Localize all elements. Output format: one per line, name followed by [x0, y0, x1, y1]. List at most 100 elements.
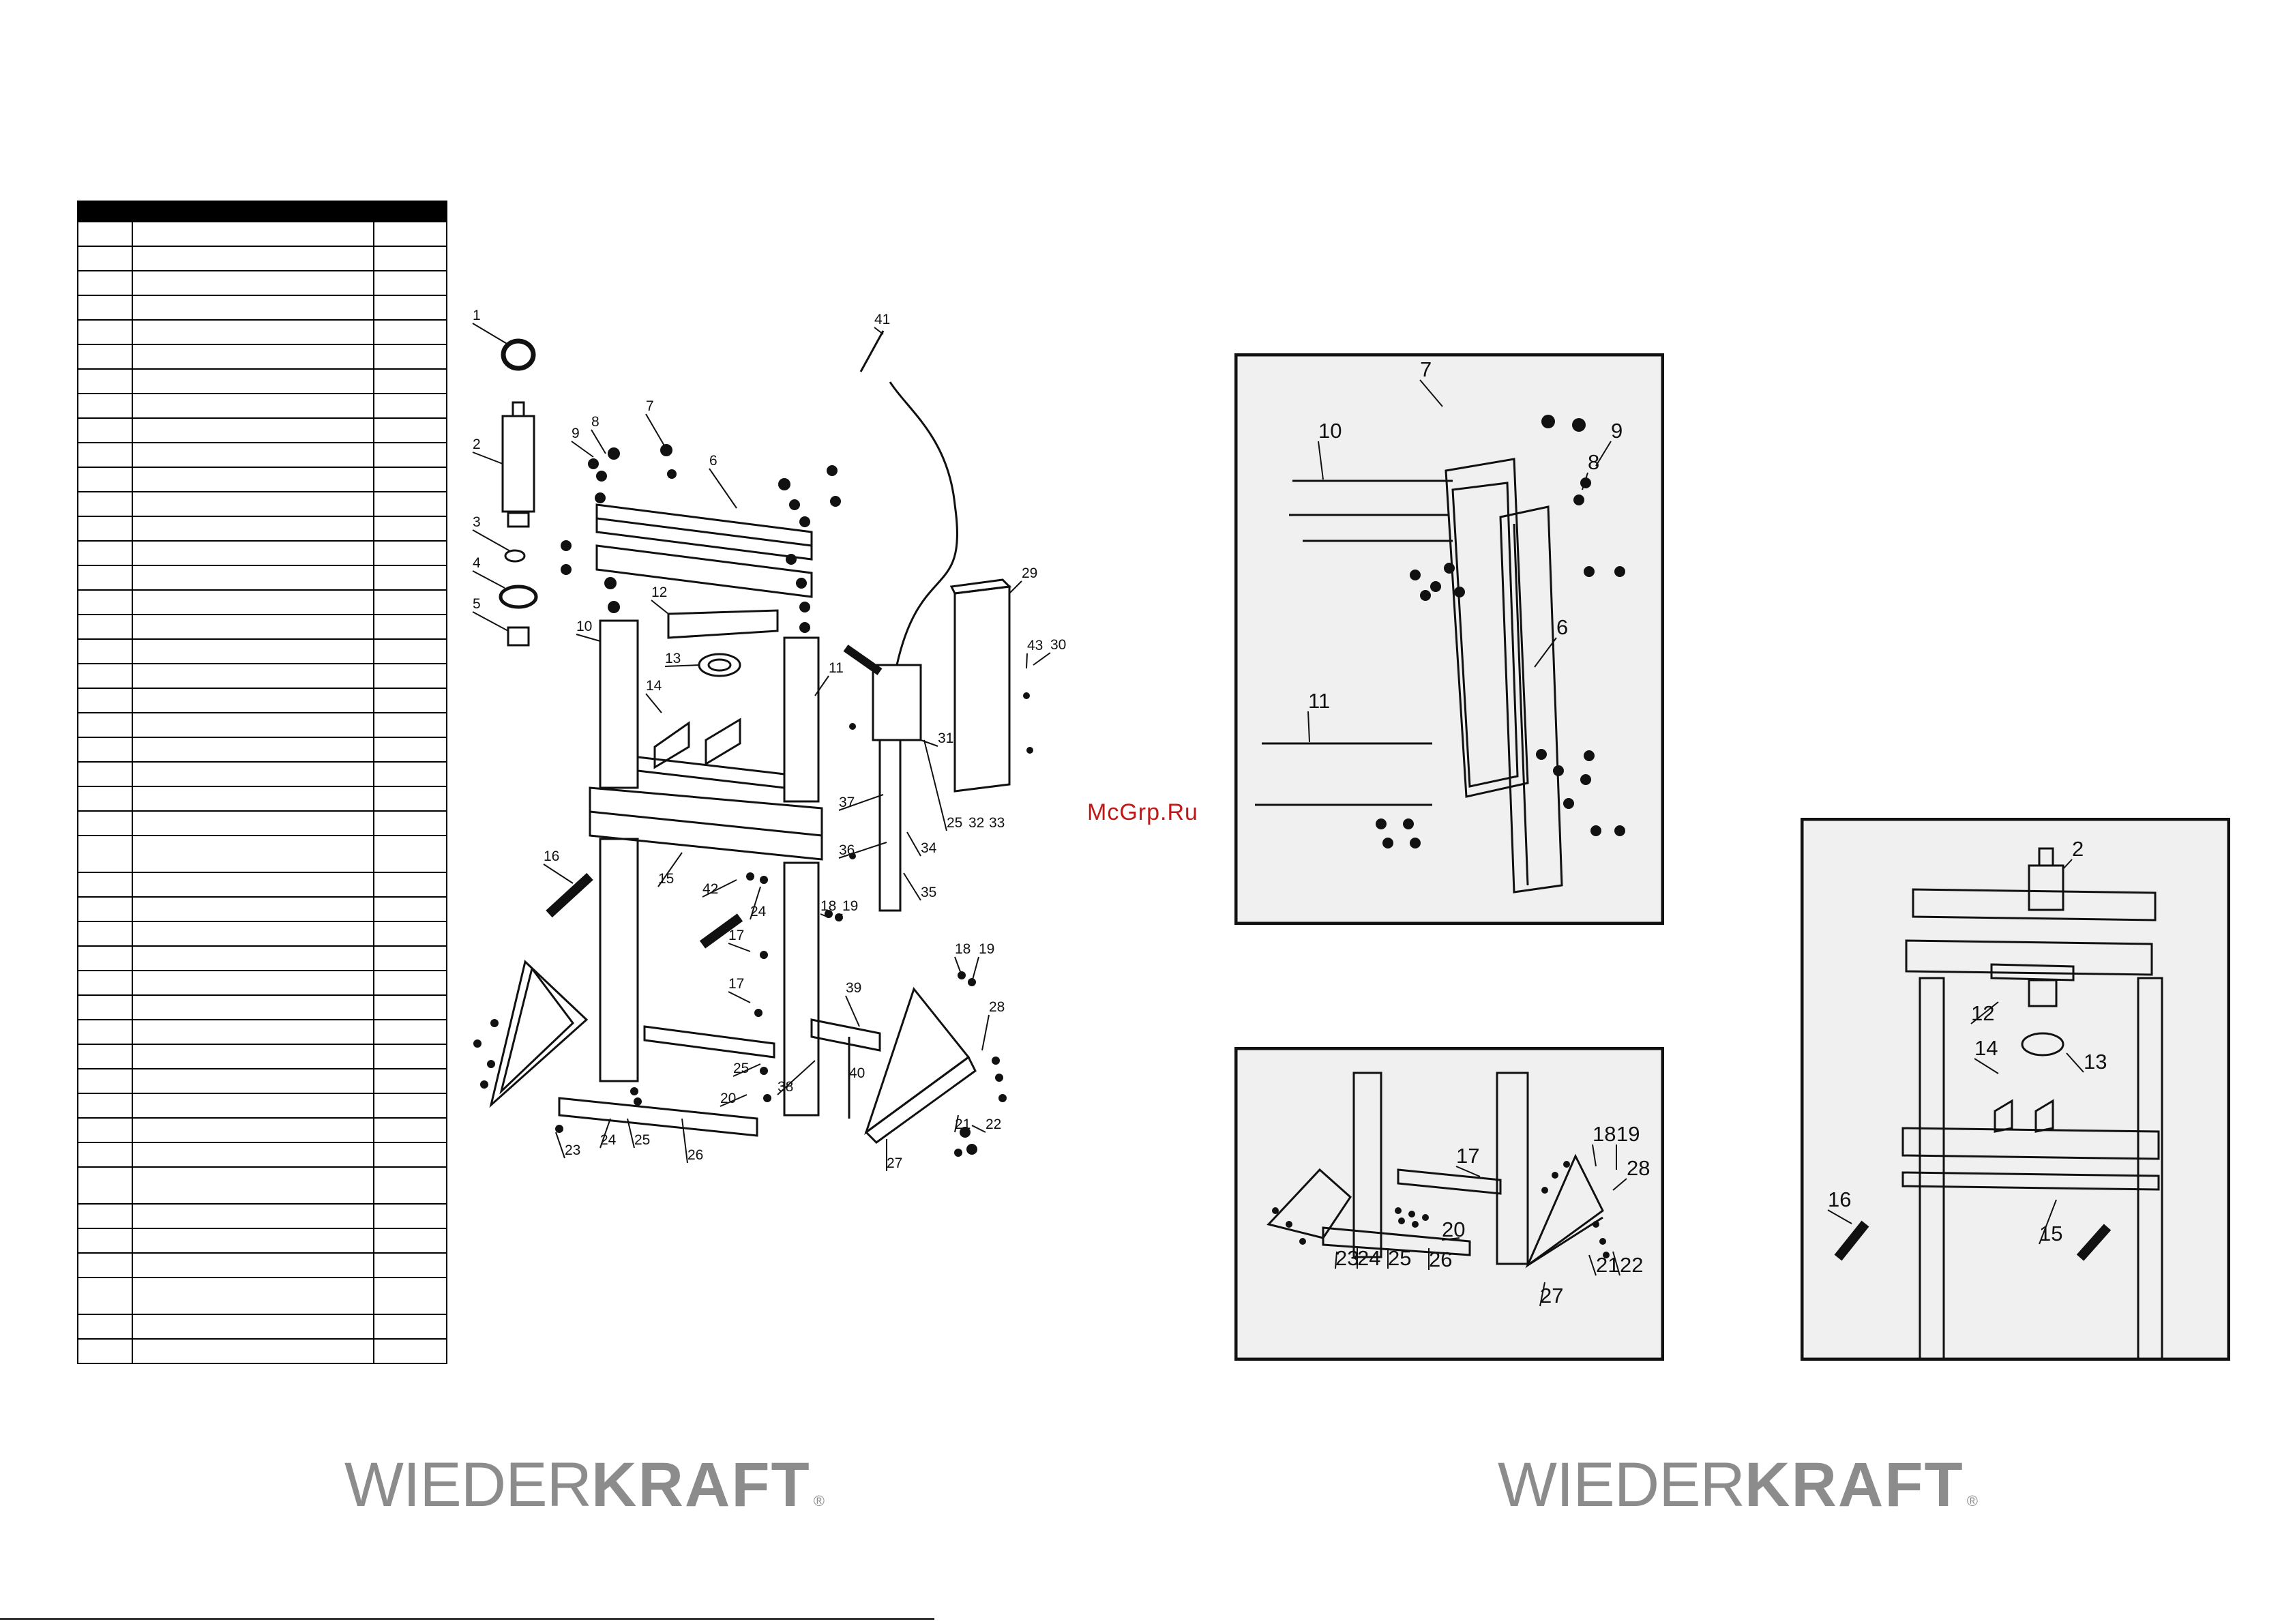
- callout-leader: [777, 1060, 816, 1095]
- table-row: [77, 516, 447, 542]
- cell-number: [77, 945, 133, 971]
- part-16-pin: [546, 872, 593, 918]
- table-row: [77, 442, 447, 468]
- cell-number: [77, 810, 133, 836]
- callout-label: 20: [720, 1091, 736, 1106]
- cell-qty: [373, 786, 447, 812]
- callout-label: 22: [1620, 1253, 1643, 1277]
- cell-number: [77, 393, 133, 419]
- cell-description: [132, 417, 374, 443]
- table-row: [77, 221, 447, 247]
- page-bottom-rule: [0, 1618, 934, 1620]
- table-row: [77, 1252, 447, 1278]
- detail-hardware: [1376, 415, 1625, 848]
- cell-qty: [373, 1338, 447, 1364]
- callout-label: 13: [2084, 1050, 2107, 1074]
- cell-qty: [373, 467, 447, 492]
- cell-description: [132, 970, 374, 996]
- legs-hardware: [1272, 1161, 1610, 1258]
- table-row: [77, 896, 447, 922]
- cell-qty: [373, 688, 447, 713]
- callout-label: 19: [979, 941, 994, 957]
- top-beam: [1912, 888, 2157, 921]
- cell-qty: [373, 319, 447, 345]
- part-29-reservoir: [953, 585, 1011, 793]
- callout-leader: [1455, 1166, 1481, 1177]
- callout-label: 13: [665, 651, 681, 666]
- cell-number: [77, 270, 133, 296]
- callout-label: 43: [1027, 638, 1043, 653]
- cell-qty: [373, 442, 447, 468]
- upright-right: [2137, 977, 2163, 1361]
- callout-leader: [981, 1014, 990, 1051]
- callout-leader: [820, 913, 829, 918]
- callout-leader: [571, 441, 594, 458]
- cell-description: [132, 896, 374, 922]
- table-row: [77, 540, 447, 566]
- callout-leader: [814, 675, 829, 696]
- callout-leader: [1539, 1282, 1545, 1307]
- brand-logo-left: WIEDER KRAFT ®: [344, 1449, 825, 1521]
- callout-label: 11: [1308, 689, 1330, 713]
- callout-label: 40: [849, 1065, 865, 1081]
- table-row: [77, 319, 447, 345]
- callout-leader: [702, 879, 737, 898]
- callout-leader: [1307, 711, 1310, 743]
- table-row: [77, 1093, 447, 1119]
- callout-label: 4: [473, 555, 481, 571]
- table-row: [77, 712, 447, 738]
- callout-label: 17: [728, 928, 744, 943]
- table-row: [77, 688, 447, 713]
- callout-leader: [645, 413, 666, 447]
- cell-description: [132, 368, 374, 394]
- callout-label: 9: [1611, 419, 1623, 443]
- table-row: [77, 1166, 447, 1205]
- callout-leader: [874, 327, 884, 335]
- callout-label: 7: [646, 398, 654, 414]
- table-row: [77, 344, 447, 370]
- cell-description: [132, 1228, 374, 1254]
- callout-leader: [1592, 1144, 1597, 1167]
- cell-description: [132, 1019, 374, 1045]
- cell-description: [132, 614, 374, 640]
- callout-label: 34: [921, 840, 937, 856]
- hardware-set: [473, 444, 1033, 1157]
- cell-description: [132, 1093, 374, 1119]
- table-row: [77, 970, 447, 996]
- callout-label: 16: [544, 848, 559, 864]
- table-row: [77, 810, 447, 836]
- callout-label: 18: [1593, 1122, 1616, 1146]
- cell-qty: [373, 589, 447, 615]
- callout-label: 18: [820, 898, 836, 914]
- cell-number: [77, 1142, 133, 1168]
- cell-description: [132, 921, 374, 947]
- callout-label: 39: [846, 980, 861, 996]
- cell-qty: [373, 1228, 447, 1254]
- cell-number: [77, 712, 133, 738]
- upright-left: [1919, 977, 1945, 1361]
- cell-number: [77, 1166, 133, 1205]
- callout-label: 19: [1616, 1122, 1640, 1146]
- cell-qty: [373, 663, 447, 689]
- cell-qty: [373, 970, 447, 996]
- callout-leader: [971, 1125, 986, 1133]
- hose: [889, 381, 958, 666]
- table-row: [77, 1117, 447, 1143]
- cell-qty: [373, 1019, 447, 1045]
- table-row: [77, 1142, 447, 1168]
- callout-leader: [472, 452, 503, 464]
- cell-description: [132, 1166, 374, 1205]
- callout-leader: [903, 872, 921, 901]
- cell-qty: [373, 945, 447, 971]
- col-description-header: [132, 201, 374, 222]
- cell-number: [77, 1338, 133, 1364]
- cell-number: [77, 970, 133, 996]
- cell-description: [132, 638, 374, 664]
- brand-registered-mark: ®: [813, 1492, 825, 1509]
- callout-label: 17: [1456, 1144, 1479, 1168]
- callout-label: 6: [709, 453, 717, 469]
- table-row: [77, 1019, 447, 1045]
- cell-number: [77, 1228, 133, 1254]
